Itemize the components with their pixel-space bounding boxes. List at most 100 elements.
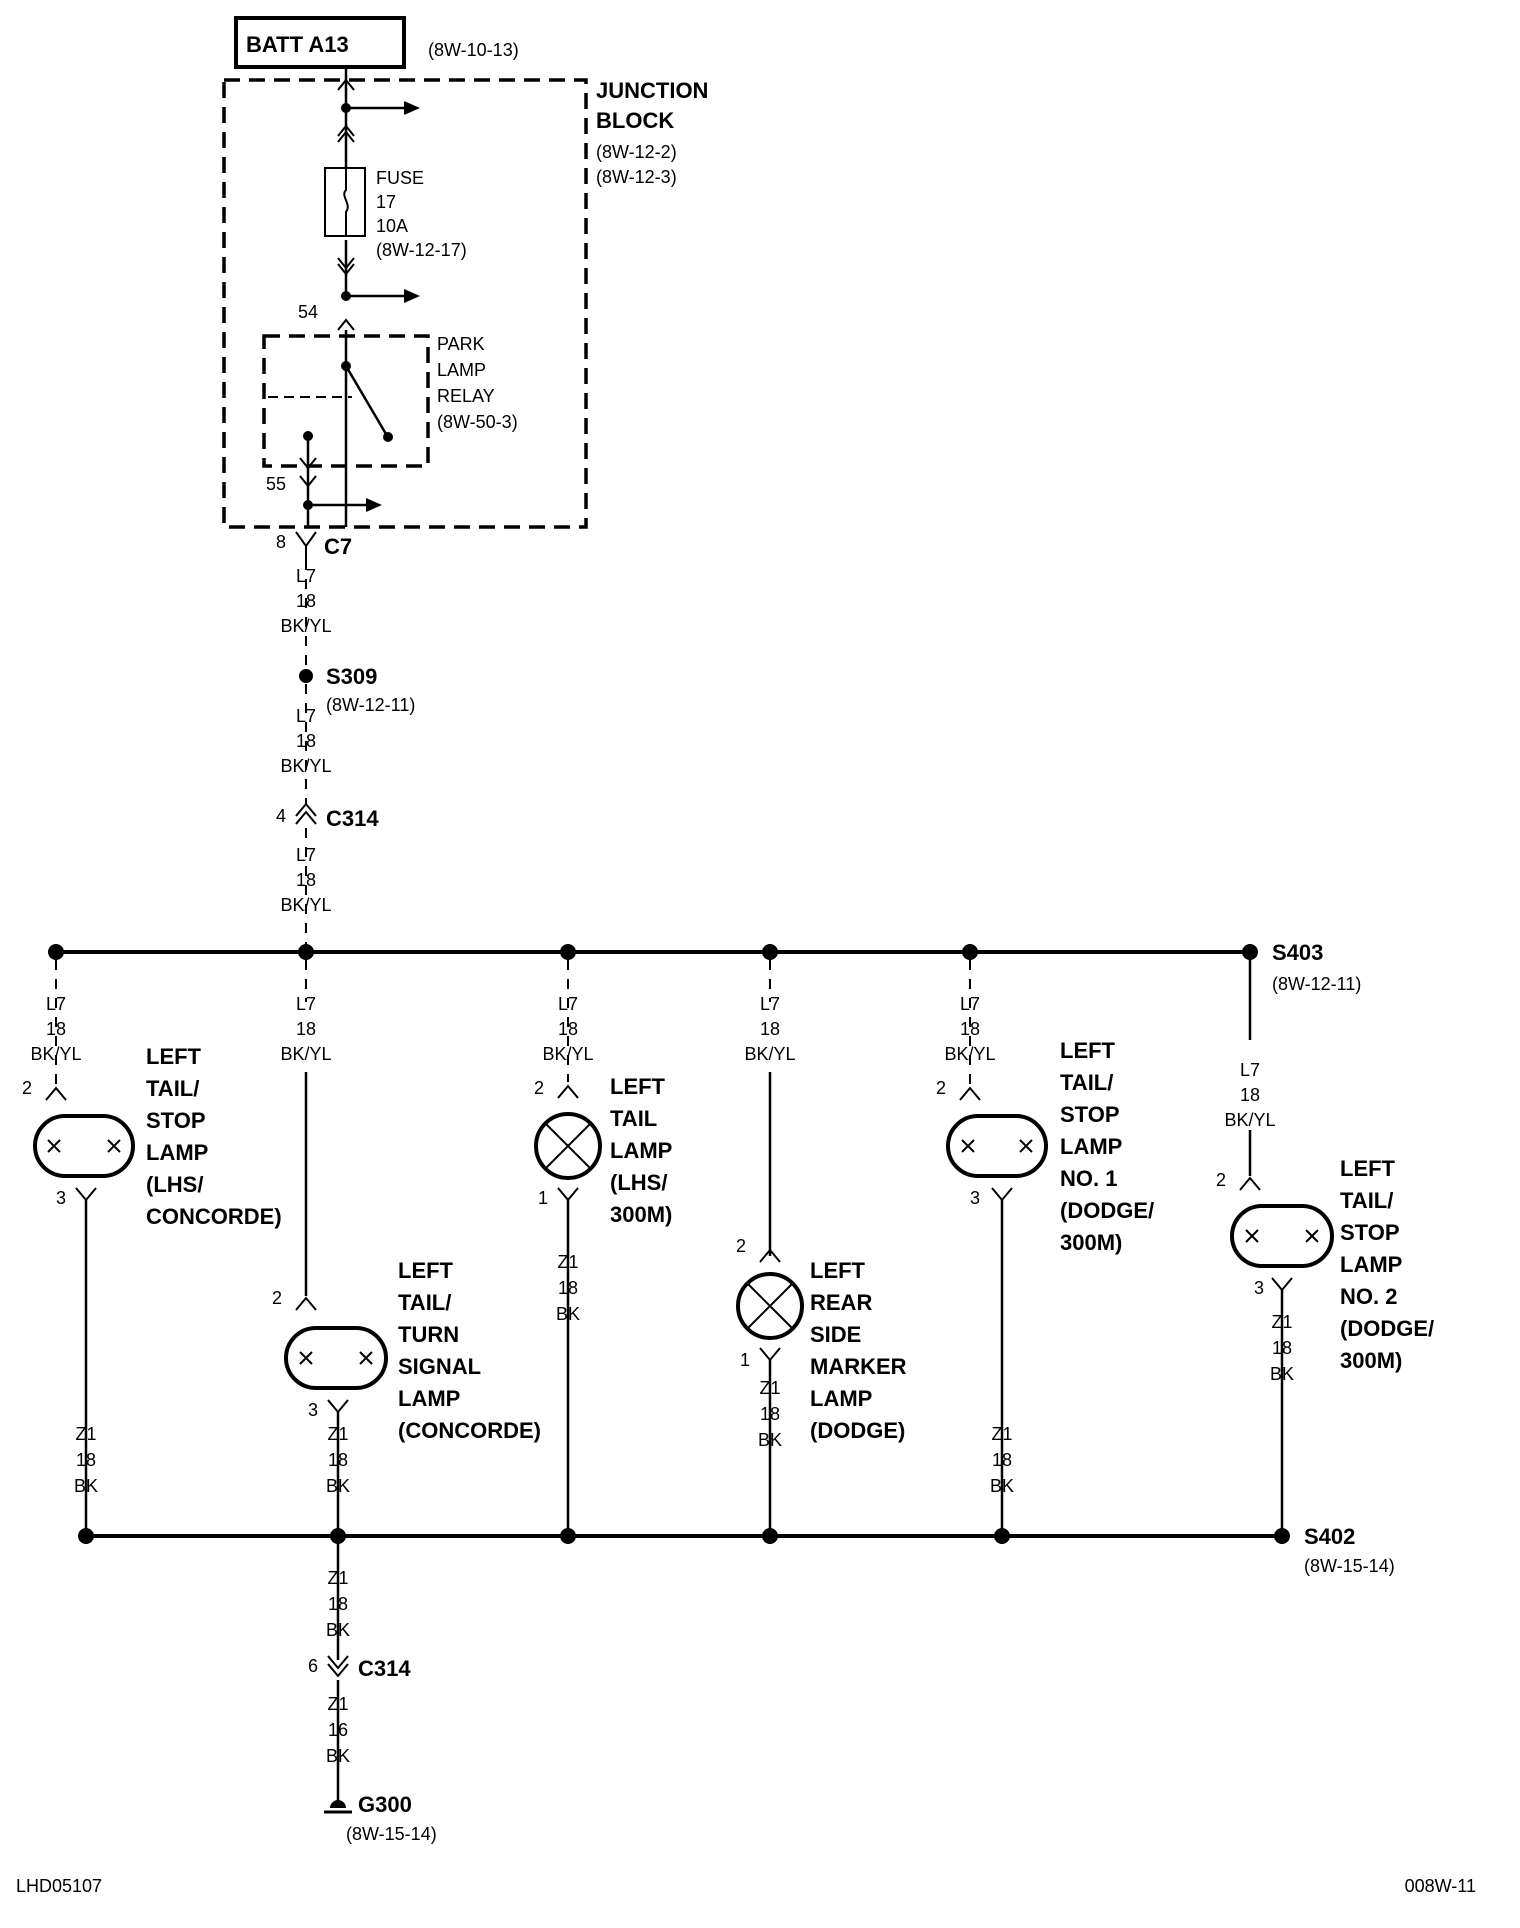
wire-color: BK bbox=[74, 1476, 98, 1496]
lamp-4-pin-bottom-connector bbox=[759, 1347, 781, 1362]
s309-ref: (8W-12-11) bbox=[326, 695, 415, 715]
lamp-5-pin-top-connector bbox=[959, 1086, 981, 1101]
l7-wire-2-labels: L7 18 BK/YL bbox=[280, 706, 331, 776]
lamp-1-body bbox=[33, 1114, 135, 1178]
lamp-5-label-1: LEFT bbox=[1060, 1038, 1116, 1063]
lamp-1-label-1: LEFT bbox=[146, 1044, 202, 1069]
lamp-4-label-3: SIDE bbox=[810, 1322, 861, 1347]
lamp-4-label-6: (DODGE) bbox=[810, 1418, 905, 1443]
relay-contact-fixed bbox=[383, 432, 393, 442]
wire-gauge: 18 bbox=[1240, 1085, 1260, 1105]
top-splice bbox=[962, 944, 978, 960]
lamp-6-label-7: 300M) bbox=[1340, 1348, 1402, 1373]
wire-circuit: Z1 bbox=[991, 1424, 1012, 1444]
wire-gauge: 18 bbox=[760, 1019, 780, 1039]
c314-top-label: C314 bbox=[326, 806, 379, 831]
relay-pin-out: 55 bbox=[266, 474, 286, 494]
relay-pin-out-connector bbox=[299, 475, 317, 488]
jb-branch-3-arrow bbox=[366, 498, 382, 512]
wire-circuit: L7 bbox=[760, 994, 780, 1014]
wire-color: BK/YL bbox=[280, 1044, 331, 1064]
junction-block-title-2: BLOCK bbox=[596, 108, 674, 133]
lamp-5-label-6: (DODGE/ bbox=[1060, 1198, 1154, 1223]
wire-color: BK/YL bbox=[542, 1044, 593, 1064]
lamp-6-label-6: (DODGE/ bbox=[1340, 1316, 1434, 1341]
wire-circuit: L7 bbox=[296, 845, 316, 865]
lamp-2-pin-top-connector bbox=[295, 1296, 317, 1311]
wire-color: BK/YL bbox=[30, 1044, 81, 1064]
s403-label: S403 bbox=[1272, 940, 1323, 965]
relay-label-2: LAMP bbox=[437, 360, 486, 380]
lamp-3-label-4: (LHS/ bbox=[610, 1170, 667, 1195]
wire-gauge: 18 bbox=[46, 1019, 66, 1039]
junction-block-title-1: JUNCTION bbox=[596, 78, 708, 103]
fuse-label-1: FUSE bbox=[376, 168, 424, 188]
battery-label: BATT A13 bbox=[246, 32, 349, 57]
s402-ref: (8W-15-14) bbox=[1304, 1556, 1395, 1576]
relay-coil-arrow bbox=[299, 457, 317, 470]
junction-block-ref-1: (8W-12-2) bbox=[596, 142, 677, 162]
wire-circuit: Z1 bbox=[327, 1568, 348, 1588]
c314-top-symbol bbox=[295, 802, 317, 825]
lamp-6-pin-bottom-connector bbox=[1271, 1277, 1293, 1292]
top-splice bbox=[48, 944, 64, 960]
wire-color: BK bbox=[556, 1304, 580, 1324]
lamp-1-label-4: LAMP bbox=[146, 1140, 208, 1165]
lamp-6-label-1: LEFT bbox=[1340, 1156, 1396, 1181]
relay-pin-in: 54 bbox=[298, 302, 318, 322]
wire-color: BK/YL bbox=[744, 1044, 795, 1064]
lamp-3-label-2: TAIL bbox=[610, 1106, 657, 1131]
lamp-5-pin-top: 2 bbox=[936, 1078, 946, 1098]
wire-color: BK bbox=[758, 1430, 782, 1450]
lamp-2-label-6: (CONCORDE) bbox=[398, 1418, 541, 1443]
wire-color: BK bbox=[326, 1476, 350, 1496]
wire-color: BK bbox=[990, 1476, 1014, 1496]
lamp-6-pin-top: 2 bbox=[1216, 1170, 1226, 1190]
lamp-4-pin-top: 2 bbox=[736, 1236, 746, 1256]
lamp-3-label-3: LAMP bbox=[610, 1138, 672, 1163]
footer-right-id: 008W-11 bbox=[1405, 1876, 1476, 1896]
wire-circuit: Z1 bbox=[327, 1424, 348, 1444]
lamp-4-filament-cross bbox=[747, 1283, 793, 1329]
wire-color: BK bbox=[326, 1620, 350, 1640]
lamp-rear-side-marker-dodge: L7 18 BK/YL 2 1 Z1 18 BK LEFT REAR SIDE … bbox=[736, 960, 907, 1536]
lamp-4-label-4: MARKER bbox=[810, 1354, 907, 1379]
wire-gauge: 18 bbox=[296, 1019, 316, 1039]
c314-bottom-label: C314 bbox=[358, 1656, 411, 1681]
wire-gauge: 18 bbox=[328, 1450, 348, 1470]
wire-gauge: 18 bbox=[76, 1450, 96, 1470]
wire-gauge: 18 bbox=[1272, 1338, 1292, 1358]
wire-gauge: 18 bbox=[760, 1404, 780, 1424]
wire-color: BK/YL bbox=[280, 756, 331, 776]
wire-color: BK/YL bbox=[944, 1044, 995, 1064]
wire-color: BK/YL bbox=[1224, 1110, 1275, 1130]
lamp-1-filament-marks bbox=[47, 1139, 121, 1153]
lamp-2-pin-bottom: 3 bbox=[308, 1400, 318, 1420]
lamp-tail-stop-no2-dodge-300m: L7 18 BK/YL 2 3 Z1 18 BK LEFT TAIL/ STOP… bbox=[1216, 960, 1434, 1536]
top-bus-splices bbox=[48, 944, 1258, 960]
junction-block-outline bbox=[222, 78, 588, 529]
lamp-2-label-1: LEFT bbox=[398, 1258, 454, 1283]
wire-circuit: L7 bbox=[960, 994, 980, 1014]
lamp-5-filament-marks bbox=[961, 1139, 1033, 1153]
wire-circuit: Z1 bbox=[557, 1252, 578, 1272]
lamp-5-pin-bottom-connector bbox=[991, 1187, 1013, 1202]
lamp-2-filament-marks bbox=[299, 1351, 373, 1365]
wire-gauge: 18 bbox=[960, 1019, 980, 1039]
lamp-5-label-4: LAMP bbox=[1060, 1134, 1122, 1159]
lamp-3-filament-cross bbox=[545, 1123, 591, 1169]
lamp-1-label-5: (LHS/ bbox=[146, 1172, 203, 1197]
lamp-2-label-5: LAMP bbox=[398, 1386, 460, 1411]
c314-bottom-pin: 6 bbox=[308, 1656, 318, 1676]
l7-wire-3-labels: L7 18 BK/YL bbox=[280, 845, 331, 915]
g300-label: G300 bbox=[358, 1792, 412, 1817]
wire-circuit: L7 bbox=[296, 994, 316, 1014]
c7-label: C7 bbox=[324, 534, 352, 559]
wire-circuit: Z1 bbox=[759, 1378, 780, 1398]
lamp-6-label-5: NO. 2 bbox=[1340, 1284, 1397, 1309]
lamp-2-body bbox=[284, 1326, 388, 1390]
lamp-6-filament-marks bbox=[1245, 1229, 1319, 1243]
lamp-4-label-2: REAR bbox=[810, 1290, 872, 1315]
wire-gauge: 18 bbox=[296, 870, 316, 890]
lamp-4-label-1: LEFT bbox=[810, 1258, 866, 1283]
